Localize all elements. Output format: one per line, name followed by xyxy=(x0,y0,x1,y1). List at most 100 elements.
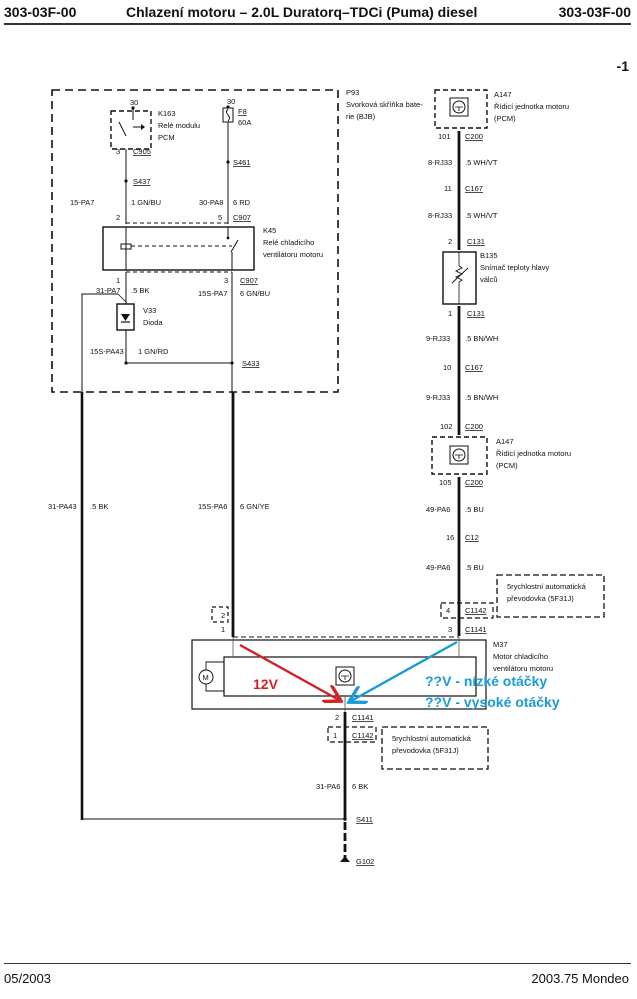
a147-bottom-label-1: Řídicí jednotka motoru xyxy=(496,449,571,458)
wire-15spa43-spec: 1 GN/RD xyxy=(138,347,169,356)
wire-8rj33-a-spec: .5 WH/VT xyxy=(465,158,498,167)
a147-bottom-pin-top: 102 xyxy=(440,422,453,431)
connector-c1141-bottom: C1141 xyxy=(352,713,374,722)
k163-pcm-relay: 30 K163 Relé modulu PCM 3 C905 xyxy=(110,98,200,156)
p93-label-2: rie (BJB) xyxy=(346,112,376,121)
wire-31pa6-circuit: 31-PA6 xyxy=(316,782,340,791)
wire-30pa8-circuit: 30-PA8 xyxy=(199,198,223,207)
wire-49pa6-b-circuit: 49-PA6 xyxy=(426,563,450,572)
connector-c167-b-pin: 10 xyxy=(443,363,451,372)
f8-pin-top: 30 xyxy=(227,97,235,106)
wire-31pa43-spec: .5 BK xyxy=(90,502,108,511)
connector-c907-top: C907 xyxy=(233,213,251,222)
connector-c167-a: C167 xyxy=(465,184,483,193)
wire-49pa6-b-spec: .5 BU xyxy=(465,563,484,572)
wire-31pa43-circuit: 31-PA43 xyxy=(48,502,77,511)
a147-bottom-id: A147 xyxy=(496,437,514,446)
wire-15pa7-spec: 1 GN/BU xyxy=(131,198,161,207)
m37-id: M37 xyxy=(493,640,508,649)
k45-pin-in-right: 5 xyxy=(218,213,222,222)
b135-label-1: Snímač teploty hlavy xyxy=(480,263,549,272)
connector-c200-c: C200 xyxy=(465,478,483,487)
b135-pin-top: 2 xyxy=(448,237,452,246)
trans-top-label-2: převodovka (5F31J) xyxy=(507,594,574,603)
connector-c1142-bottom: C1142 xyxy=(352,731,374,740)
connector-c200-a: C200 xyxy=(465,132,483,141)
wire-8rj33-b-spec: .5 WH/VT xyxy=(465,211,498,220)
f8-id: F8 xyxy=(238,107,247,116)
footer-divider xyxy=(4,963,631,964)
k45-pin-out-left: 1 xyxy=(116,276,120,285)
p93-label-1: Svorková skříňka bate- xyxy=(346,100,423,109)
a147-top-id: A147 xyxy=(494,90,512,99)
annotation-low-speed: ??V - nízké otáčky xyxy=(425,673,547,689)
connector-c200-b: C200 xyxy=(465,422,483,431)
connector-c1142-right: C1142 xyxy=(465,606,487,615)
wire-9rj33-b-circuit: 9-RJ33 xyxy=(426,393,450,402)
trans-bottom-label-1: 5rychlostní automatická xyxy=(392,734,472,743)
connector-c905: C905 xyxy=(133,147,151,156)
trans-top-pin-right: 4 xyxy=(446,606,450,615)
p93-id: P93 xyxy=(346,88,359,97)
wire-9rj33-a-spec: .5 BN/WH xyxy=(465,334,498,343)
wire-15spa7-circuit: 15S-PA7 xyxy=(198,289,227,298)
connector-c167-b: C167 xyxy=(465,363,483,372)
m37-label-2: ventilátoru motoru xyxy=(493,664,553,673)
connector-c167-a-pin: 11 xyxy=(444,184,452,193)
a147-top-label-1: Řídicí jednotka motoru xyxy=(494,102,569,111)
k163-id: K163 xyxy=(158,109,176,118)
b135-cylinder-head-temp-sensor: B135 Snímač teploty hlavy válců 1 C131 xyxy=(442,251,549,318)
splice-s433: S433 xyxy=(242,359,260,368)
m37-pin-left: 1 xyxy=(221,625,225,634)
k163-pin: 3 xyxy=(116,147,120,156)
wire-8rj33-b-circuit: 8-RJ33 xyxy=(428,211,452,220)
wire-15spa43-circuit: 15S-PA43 xyxy=(90,347,124,356)
wire-15spa7-spec: 6 GN/BU xyxy=(240,289,270,298)
wire-30pa8-spec: 6 RD xyxy=(233,198,251,207)
header-code-left: 303-03F-00 xyxy=(4,4,77,20)
connector-c907-bottom: C907 xyxy=(240,276,258,285)
connector-c1141-top: C1141 xyxy=(465,625,487,634)
motor-symbol: M xyxy=(203,673,209,682)
connector-c131-top: C131 xyxy=(467,237,485,246)
k45-label-2: ventilátoru motoru xyxy=(263,250,323,259)
trans-top-pin-left: 2 xyxy=(221,611,225,620)
splice-s437: S437 xyxy=(133,177,151,186)
trans-top-label-1: 5rychlostní automatická xyxy=(507,582,587,591)
f8-rating: 60A xyxy=(238,118,251,127)
k45-cooling-fan-relay: 2 5 C907 K45 Relé chladicího ventilátoru… xyxy=(102,213,323,285)
b135-id: B135 xyxy=(480,251,498,260)
connector-c12: C12 xyxy=(465,533,479,542)
footer-model: 2003.75 Mondeo xyxy=(531,971,629,986)
red-arrow xyxy=(239,643,339,700)
f8-fuse: 30 F8 60A xyxy=(222,97,251,127)
ground-g102: G102 xyxy=(356,857,374,866)
k45-pin-in-left: 2 xyxy=(116,213,120,222)
page-title: Chlazení motoru – 2.0L Duratorq–TDCi (Pu… xyxy=(126,4,478,20)
v33-id: V33 xyxy=(143,306,156,315)
m37-cooling-fan-motor: 1 3 C1141 M M37 Motor chladicího ventilá… xyxy=(191,625,553,722)
splice-s461: S461 xyxy=(233,158,251,167)
k163-label-1: Relé modulu xyxy=(158,121,200,130)
wire-9rj33-b-spec: .5 BN/WH xyxy=(465,393,498,402)
a147-bottom-label-2: (PCM) xyxy=(496,461,518,470)
a147-top-pin: 101 xyxy=(438,132,451,141)
a147-pcm-top: A147 Řídicí jednotka motoru (PCM) 101 C2… xyxy=(434,89,569,141)
a147-pcm-bottom: A147 Řídicí jednotka motoru (PCM) 105 C2… xyxy=(431,436,571,487)
a147-bottom-pin-bottom: 105 xyxy=(439,478,452,487)
a147-top-label-2: (PCM) xyxy=(494,114,516,123)
wire-49pa6-a-circuit: 49-PA6 xyxy=(426,505,450,514)
v33-name: Dioda xyxy=(143,318,163,327)
p93-battery-junction-box: P93 Svorková skříňka bate- rie (BJB) xyxy=(51,88,423,393)
k163-label-2: PCM xyxy=(158,133,175,142)
b135-pin-bottom: 1 xyxy=(448,309,452,318)
page-marker: -1 xyxy=(616,58,629,74)
wire-31pa7-spec: .5 BK xyxy=(131,286,149,295)
trans-bottom-pin: 1 xyxy=(333,731,337,740)
wire-9rj33-a-circuit: 9-RJ33 xyxy=(426,334,450,343)
k45-label-1: Relé chladicího xyxy=(263,238,314,247)
b135-label-2: válců xyxy=(480,275,498,284)
blue-arrow xyxy=(351,640,458,701)
trans-bottom-label-2: převodovka (5F31J) xyxy=(392,746,459,755)
